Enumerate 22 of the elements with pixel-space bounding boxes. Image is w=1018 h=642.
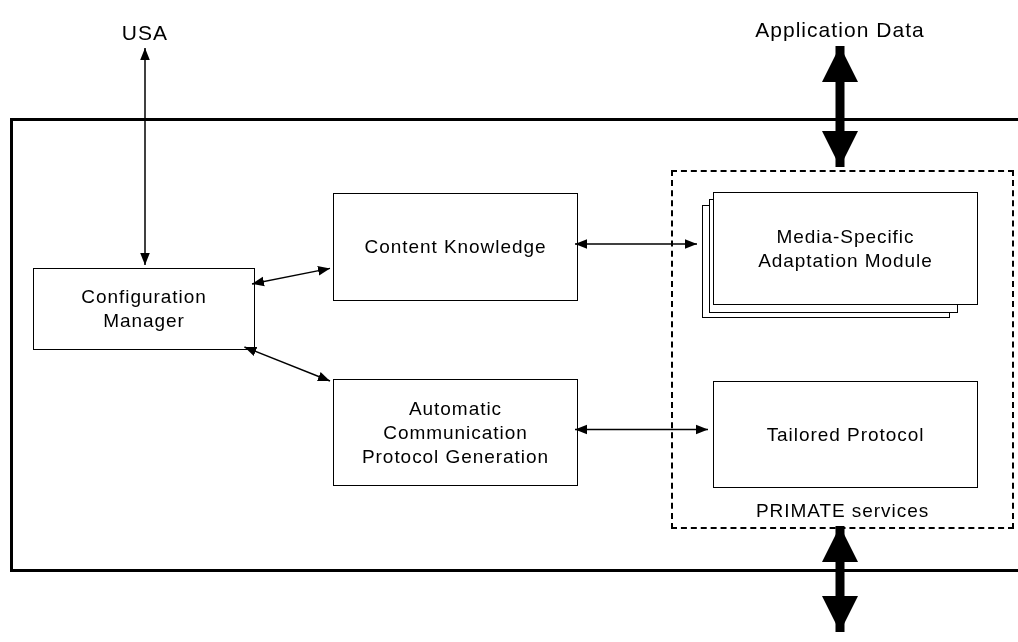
endpoint-label: USA	[100, 18, 190, 48]
arrow	[574, 424, 709, 435]
arrow	[140, 47, 150, 266]
arrow	[251, 266, 331, 287]
group-label: PRIMATE services	[754, 499, 931, 523]
service-group-box	[671, 170, 1014, 529]
stacked-module-box	[702, 192, 978, 318]
arrow	[243, 346, 331, 382]
box-text: Media-Specific Adaptation Module	[757, 224, 934, 273]
box-text: Tailored Protocol	[766, 422, 925, 447]
system-boundary-box	[10, 118, 1018, 572]
process-box	[33, 268, 255, 350]
box-text: Content Knowledge	[364, 235, 547, 259]
arrow	[574, 239, 698, 249]
box-text: Configuration Manager	[80, 285, 208, 333]
thick-arrow	[822, 46, 858, 167]
process-box	[333, 379, 578, 486]
endpoint-label: Application Data	[690, 14, 990, 46]
box-text: Automatic Communication Protocol Generation	[360, 396, 550, 469]
process-box	[333, 193, 578, 301]
thick-arrow	[822, 526, 858, 632]
process-box	[713, 381, 978, 488]
